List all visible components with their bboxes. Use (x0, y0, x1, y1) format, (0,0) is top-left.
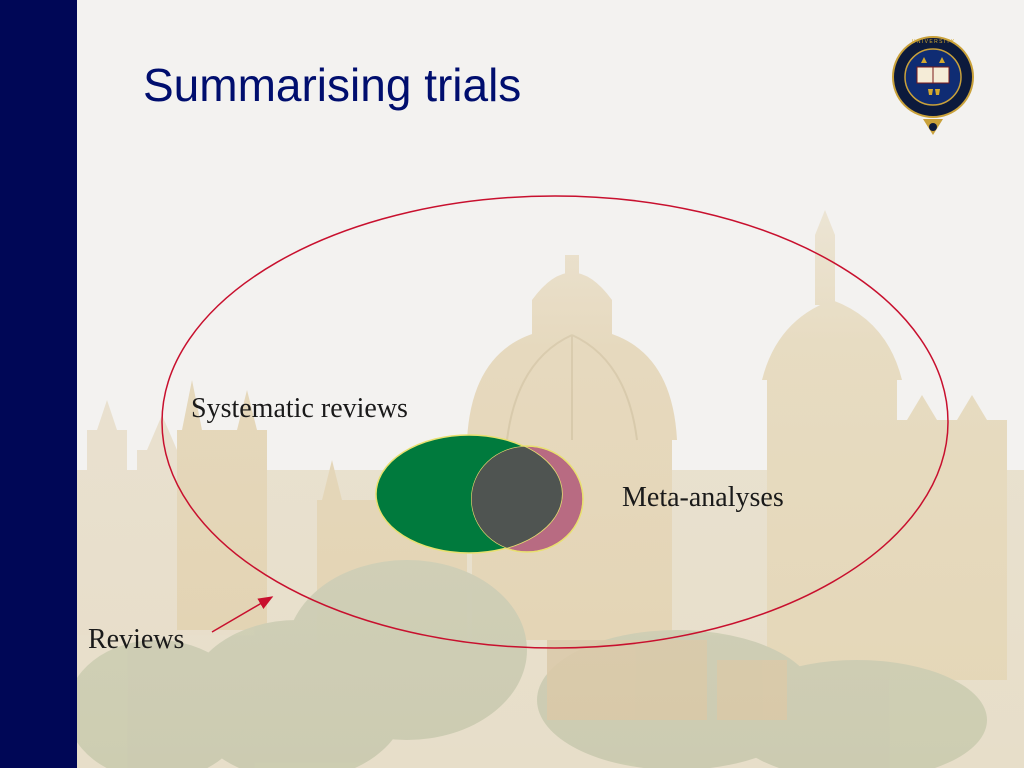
svg-text:U N I V E R S I T Y: U N I V E R S I T Y (912, 39, 955, 45)
slide-sidebar (0, 0, 77, 768)
university-seal-logo: U N I V E R S I T Y (892, 36, 974, 135)
systematic-reviews-label: Systematic reviews (191, 393, 408, 424)
reviews-ellipse (161, 195, 949, 649)
meta-analyses-label: Meta-analyses (622, 482, 784, 513)
reviews-pointer-arrow (211, 596, 274, 633)
page-title: Summarising trials (143, 59, 522, 111)
oxford-skyline-background (77, 0, 1024, 768)
reviews-label: Reviews (88, 624, 185, 655)
overlap-region (471, 446, 562, 552)
